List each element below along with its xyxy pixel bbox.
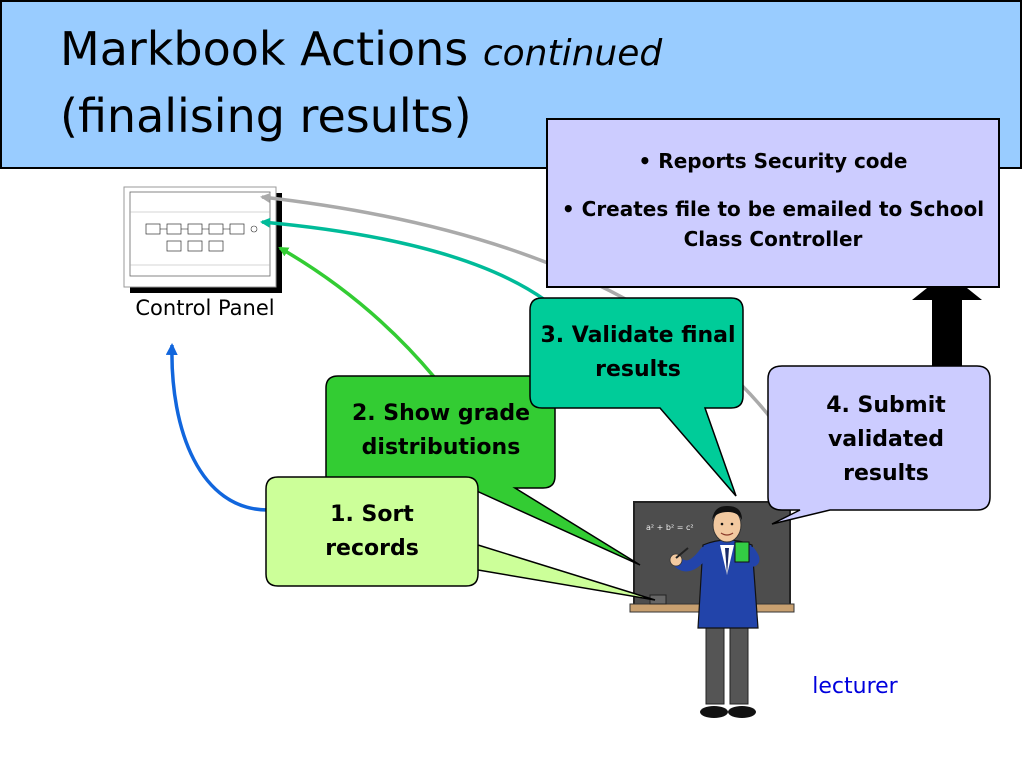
step-2-label: 2. Show grade distributions	[351, 401, 531, 460]
step-3-label: 3. Validate final results	[540, 323, 736, 382]
step-4-label: 4. Submit validated results	[826, 393, 946, 486]
blackboard-equation: a² + b² = c²	[646, 523, 694, 532]
title-main: Markbook Actions	[60, 22, 469, 76]
info-email-file: • Creates file to be emailed to School C…	[561, 197, 985, 251]
callout-step-4	[767, 365, 991, 525]
control-panel-thumbnail	[123, 186, 282, 293]
arrow-validate-to-control-panel	[260, 217, 547, 302]
arrow-sort-to-control-panel	[165, 343, 269, 512]
step-1-label: 1. Sort records	[325, 502, 419, 561]
control-panel-label: Control Panel	[135, 296, 275, 320]
lecturer-label: lecturer	[812, 674, 898, 699]
slide-title: Markbook Actions continued (finalising r…	[60, 18, 662, 147]
lecturer-figure	[669, 505, 760, 718]
info-box: • Reports Security code • Creates file t…	[546, 118, 1000, 288]
callout-step-3	[529, 297, 744, 497]
arrow-distributions-to-control-panel	[278, 246, 437, 380]
callout-step-1	[265, 476, 656, 601]
arrow-up-to-info-box	[912, 272, 982, 372]
info-security-code: • Reports Security code	[638, 149, 908, 173]
title-line2: (finalising results)	[60, 89, 472, 143]
title-italic: continued	[482, 33, 663, 74]
